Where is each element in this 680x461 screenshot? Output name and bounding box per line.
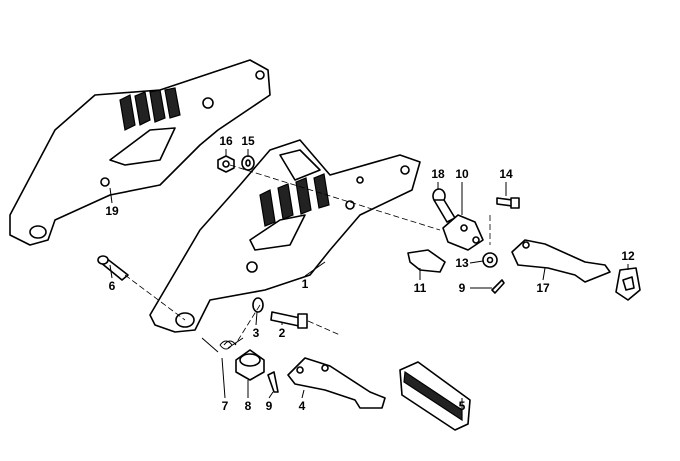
callout-9-right: 9	[458, 281, 466, 295]
callout-14: 14	[499, 167, 513, 181]
callout-13: 13	[455, 256, 469, 270]
screw-14	[496, 197, 520, 209]
callout-7: 7	[221, 399, 229, 413]
footrest-17	[511, 239, 611, 283]
callout-3: 3	[252, 326, 260, 340]
spring-7	[201, 337, 244, 353]
callout-16: 16	[219, 134, 233, 148]
rubber-pad-11	[407, 249, 446, 273]
callout-6: 6	[108, 279, 116, 293]
bush-8	[235, 349, 265, 381]
cotter-pin-9-lower	[267, 371, 279, 393]
callout-2: 2	[278, 326, 286, 340]
rear-footrest-bracket	[9, 59, 271, 246]
callout-12: 12	[621, 249, 635, 263]
callout-15: 15	[241, 134, 255, 148]
footrest-rubber-5	[399, 361, 471, 431]
washer-13	[482, 252, 498, 268]
callout-18: 18	[431, 167, 445, 181]
callout-11: 11	[413, 281, 427, 295]
screw-2	[270, 311, 308, 329]
pin-18	[432, 188, 456, 223]
callout-10: 10	[455, 167, 469, 181]
cotter-pin-9-right	[491, 279, 505, 294]
pin-6	[97, 255, 129, 281]
callout-17: 17	[536, 281, 550, 295]
callout-1: 1	[301, 277, 309, 291]
grommet-12	[615, 267, 641, 301]
clamp-10	[442, 214, 484, 251]
callout-19: 19	[105, 204, 119, 218]
callout-4: 4	[298, 399, 306, 413]
washer-15	[241, 155, 255, 171]
main-footrest-bracket	[149, 139, 421, 333]
footrest-4	[287, 357, 386, 409]
nut-16	[217, 155, 235, 173]
washer-3	[252, 297, 264, 313]
callout-5: 5	[458, 399, 466, 413]
callout-8: 8	[244, 399, 252, 413]
leader-lines	[109, 149, 629, 415]
assembly-line	[124, 164, 491, 346]
callout-9-lower: 9	[265, 399, 273, 413]
